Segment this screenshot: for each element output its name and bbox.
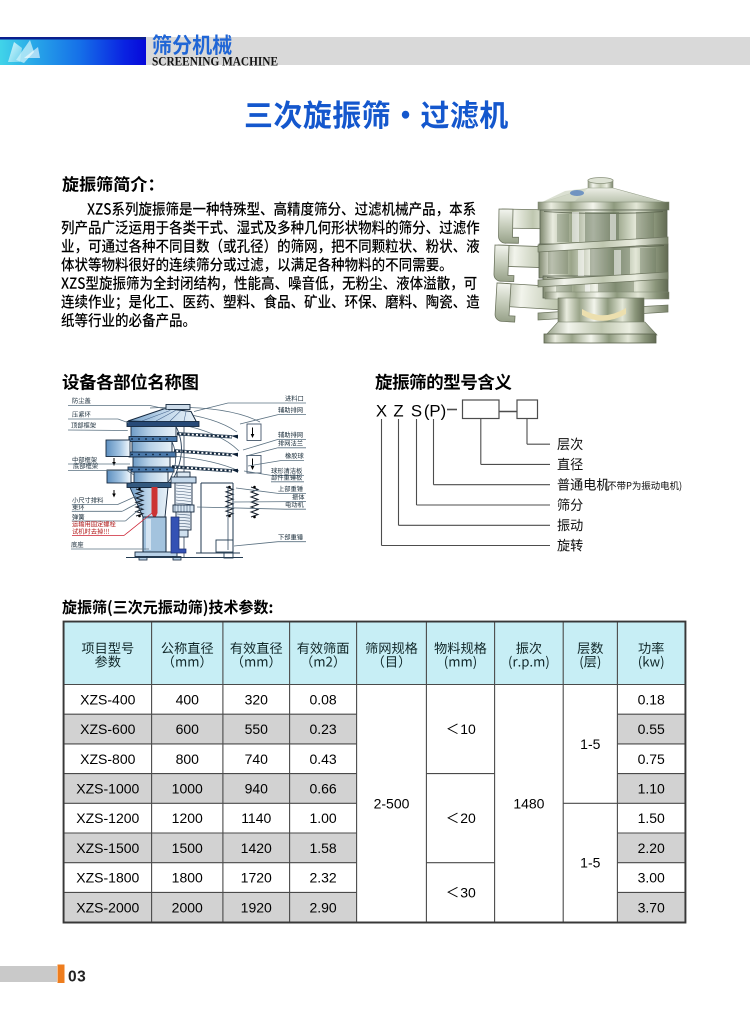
svg-text:XZS-1200: XZS-1200: [76, 810, 139, 826]
svg-text:1200: 1200: [172, 810, 203, 826]
svg-text:320: 320: [245, 691, 269, 707]
svg-text:SCREENING MACHINE: SCREENING MACHINE: [152, 54, 278, 69]
svg-text:1.10: 1.10: [638, 780, 665, 796]
svg-text:10: 10: [460, 721, 476, 737]
svg-text:3.70: 3.70: [638, 899, 665, 915]
svg-text:3.00: 3.00: [638, 870, 665, 886]
svg-text:550: 550: [245, 721, 269, 737]
svg-text:1720: 1720: [241, 870, 272, 886]
svg-text:30: 30: [460, 884, 476, 900]
svg-text:2.90: 2.90: [309, 899, 336, 915]
svg-text:1800: 1800: [172, 870, 203, 886]
svg-text:2-500: 2-500: [374, 795, 410, 811]
svg-text:03: 03: [68, 969, 86, 986]
svg-text:XZS-800: XZS-800: [80, 751, 135, 767]
svg-text:20: 20: [460, 810, 476, 826]
svg-text:0.43: 0.43: [309, 751, 336, 767]
svg-text:0.75: 0.75: [638, 751, 665, 767]
svg-text:Z: Z: [393, 402, 403, 421]
svg-text:(P): (P): [424, 402, 446, 421]
svg-text:0.66: 0.66: [309, 780, 336, 796]
svg-text:1.58: 1.58: [309, 840, 336, 856]
svg-text:0.23: 0.23: [309, 721, 336, 737]
svg-text:600: 600: [176, 721, 200, 737]
svg-text:1140: 1140: [241, 810, 271, 826]
svg-text:2.32: 2.32: [309, 870, 336, 886]
svg-text:400: 400: [176, 691, 200, 707]
svg-text:X: X: [376, 402, 387, 421]
svg-text:0.08: 0.08: [309, 691, 336, 707]
svg-text:1420: 1420: [241, 840, 272, 856]
svg-text:800: 800: [176, 751, 200, 767]
svg-text:XZS-1800: XZS-1800: [76, 870, 139, 886]
svg-text:1.50: 1.50: [638, 810, 665, 826]
svg-text:2.20: 2.20: [638, 840, 665, 856]
svg-text:XZS-400: XZS-400: [80, 691, 135, 707]
svg-text:XZS-1500: XZS-1500: [76, 840, 139, 856]
svg-text:1.00: 1.00: [309, 810, 336, 826]
svg-text:XZS-1000: XZS-1000: [76, 780, 139, 796]
svg-text:940: 940: [245, 780, 269, 796]
svg-text:1000: 1000: [172, 780, 203, 796]
svg-text:1500: 1500: [172, 840, 203, 856]
svg-text:0.18: 0.18: [638, 691, 665, 707]
svg-text:1920: 1920: [241, 899, 272, 915]
svg-text:1480: 1480: [513, 795, 544, 811]
svg-text:XZS-600: XZS-600: [80, 721, 135, 737]
svg-text:0.55: 0.55: [638, 721, 665, 737]
svg-text:S: S: [411, 402, 422, 421]
svg-text:740: 740: [245, 751, 269, 767]
svg-text:1-5: 1-5: [580, 855, 600, 871]
svg-text:1-5: 1-5: [580, 736, 600, 752]
svg-text:2000: 2000: [172, 899, 203, 915]
svg-text:XZS-2000: XZS-2000: [76, 899, 139, 915]
